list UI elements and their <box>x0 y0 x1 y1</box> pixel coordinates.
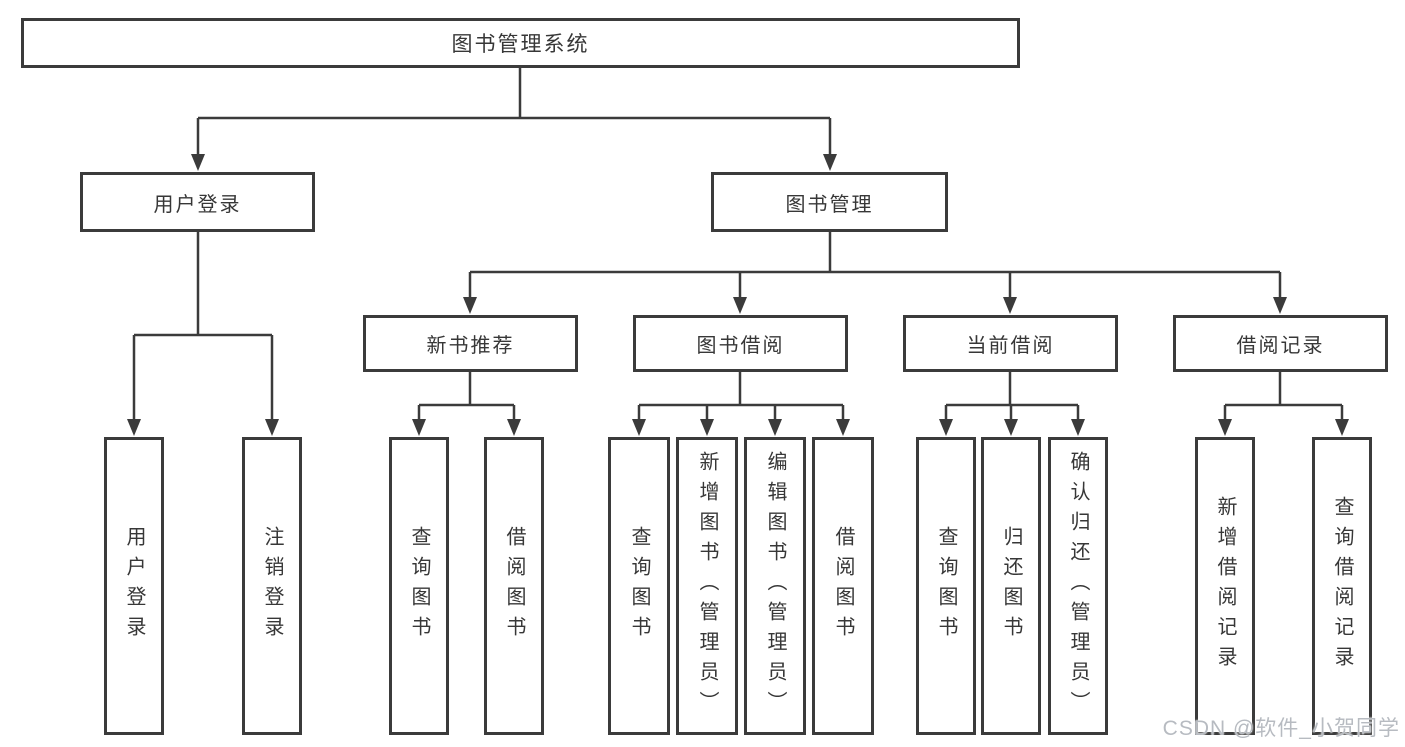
leaf-query-borrow-record-label: 查询借阅记录 <box>1331 496 1353 676</box>
node-current-borrowing: 当前借阅 <box>903 315 1118 372</box>
connector-userlogin-branch <box>132 232 274 421</box>
leaf-add-books-admin: 新增图书（管理员） <box>676 437 738 735</box>
leaf-borrow-books: 借阅图书 <box>812 437 874 735</box>
leaf-add-borrow-record: 新增借阅记录 <box>1195 437 1255 735</box>
csdn-watermark: CSDN @软件_小贺同学 <box>1162 717 1400 740</box>
node-root-system: 图书管理系统 <box>21 18 1020 68</box>
leaf-query-books-borrow: 查询图书 <box>608 437 670 735</box>
leaf-add-books-admin-label: 新增图书（管理员） <box>696 451 718 721</box>
connector-current-branch <box>944 372 1080 421</box>
leaf-return-books-label: 归还图书 <box>1000 526 1022 646</box>
connector-bookmgmt-branch <box>468 232 1282 299</box>
leaf-return-books: 归还图书 <box>981 437 1041 735</box>
leaf-user-login-label: 用户登录 <box>123 526 145 646</box>
connector-root-to-level2 <box>196 68 832 157</box>
leaf-borrow-books-label: 借阅图书 <box>832 526 854 646</box>
node-book-borrowing: 图书借阅 <box>633 315 848 372</box>
leaf-confirm-return-admin: 确认归还（管理员） <box>1048 437 1108 735</box>
leaf-logout-label: 注销登录 <box>261 526 283 646</box>
leaf-confirm-return-admin-label: 确认归还（管理员） <box>1067 451 1089 721</box>
node-user-login: 用户登录 <box>80 172 315 232</box>
leaf-query-books-recommend-label: 查询图书 <box>408 526 430 646</box>
leaf-edit-books-admin-label: 编辑图书（管理员） <box>764 451 786 721</box>
leaf-edit-books-admin: 编辑图书（管理员） <box>744 437 806 735</box>
leaf-user-login: 用户登录 <box>104 437 164 735</box>
leaf-borrow-books-recommend-label: 借阅图书 <box>503 526 525 646</box>
leaf-query-books-borrow-label: 查询图书 <box>628 526 650 646</box>
node-borrowing-records: 借阅记录 <box>1173 315 1388 372</box>
leaf-query-books-current-label: 查询图书 <box>935 526 957 646</box>
leaf-query-borrow-record: 查询借阅记录 <box>1312 437 1372 735</box>
node-book-management: 图书管理 <box>711 172 948 232</box>
connector-borrow-branch <box>637 372 845 421</box>
leaf-add-borrow-record-label: 新增借阅记录 <box>1214 496 1236 676</box>
leaf-query-books-recommend: 查询图书 <box>389 437 449 735</box>
connector-records-branch <box>1223 372 1344 421</box>
leaf-borrow-books-recommend: 借阅图书 <box>484 437 544 735</box>
leaf-logout: 注销登录 <box>242 437 302 735</box>
node-new-book-recommend: 新书推荐 <box>363 315 578 372</box>
connector-newbook-branch <box>417 372 516 421</box>
leaf-query-books-current: 查询图书 <box>916 437 976 735</box>
